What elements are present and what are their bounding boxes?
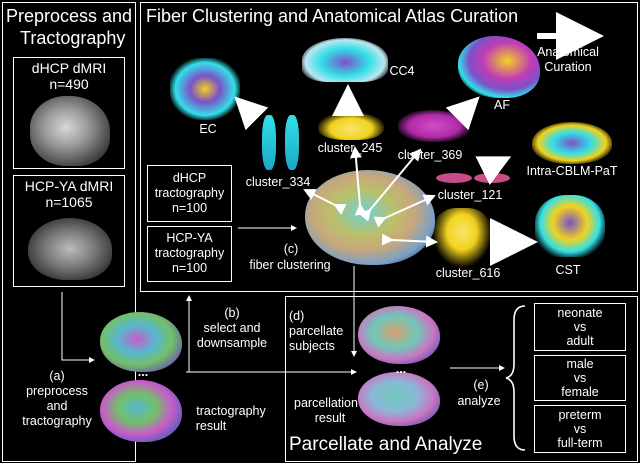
- parcellation-result-line1: parcellation: [294, 396, 358, 410]
- tractography-brain-bottom: [100, 380, 182, 442]
- dhcp-dmri-box: [13, 57, 125, 169]
- cc4-tract-image: [302, 38, 388, 82]
- comparison-2-line2: vs: [573, 371, 587, 385]
- hcp-tractography-line3: n=100: [171, 261, 208, 275]
- arrow-brain-334: [303, 189, 347, 215]
- step-a-line2: preprocess: [26, 384, 88, 398]
- parcellate-title: Parcellate and Analyze: [289, 434, 483, 455]
- clustering-title: Fiber Clustering and Anatomical Atlas Cu…: [146, 6, 519, 26]
- tractography-ellipsis: ...: [137, 365, 149, 379]
- cluster-245-image: [318, 112, 384, 140]
- comparison-brace: [505, 305, 526, 451]
- step-e-line1: (e): [473, 378, 489, 392]
- hcp-tractography-line2: tractography: [154, 246, 225, 260]
- arrow-brain-245: [349, 146, 367, 216]
- step-d-line1: (d): [289, 309, 305, 323]
- dhcp-brain-mri-image: [30, 96, 110, 166]
- parcellation-result-line2: result: [314, 411, 346, 425]
- comparison-3-line3: full-term: [557, 436, 603, 450]
- step-d-line2: parcellate: [289, 324, 344, 338]
- step-d-line3: subjects: [289, 339, 335, 353]
- dhcp-tractography-line1: dHCP: [172, 171, 207, 185]
- cluster-121-image: [436, 173, 472, 183]
- cluster-245-label: cluster_245: [317, 141, 383, 155]
- hcp-dmri-count: n=1065: [45, 194, 93, 210]
- tractography-result-line2: result: [195, 419, 227, 433]
- step-b-line2: select and: [203, 321, 261, 335]
- cst-label: CST: [555, 263, 581, 277]
- ec-label: EC: [199, 122, 217, 136]
- parcellated-brain-bottom: [358, 372, 440, 426]
- cc4-label: CC4: [389, 64, 415, 78]
- cluster-369-label: cluster_369: [397, 148, 463, 162]
- ec-tract-image: [170, 58, 240, 120]
- step-c-line1: (c): [283, 242, 299, 256]
- legend-line1: Anatomical: [537, 45, 599, 59]
- step-c-line2: fiber clustering: [249, 258, 331, 272]
- preprocess-title-line1: Preprocess and: [6, 6, 133, 26]
- comparison-3-line1: preterm: [558, 408, 602, 422]
- comparison-1-line2: vs: [573, 320, 587, 334]
- arrow-brain-616: [381, 233, 438, 248]
- hcp-brain-mri-image: [28, 218, 112, 280]
- step-e-line2: analyze: [457, 394, 501, 408]
- tractography-result-line1: tractography: [196, 404, 266, 418]
- af-tract-image: [458, 36, 540, 98]
- preprocess-title-line2: Tractography: [20, 28, 126, 48]
- step-b-line3: downsample: [196, 336, 268, 350]
- hcp-dmri-label: HCP-YA dMRI: [24, 178, 114, 194]
- cluster-121-label: cluster_121: [437, 188, 503, 202]
- dhcp-dmri-label: dHCP dMRI: [31, 60, 107, 76]
- parcellate-panel: [285, 296, 638, 462]
- arrow-334-to-ec: [234, 96, 269, 131]
- comparison-2-line1: male: [566, 357, 594, 371]
- comparison-1-line1: neonate: [557, 306, 603, 320]
- cluster-334-image-right: [285, 115, 299, 170]
- dhcp-dmri-count: n=490: [49, 76, 89, 92]
- hcp-tractography-line1: HCP-YA: [166, 231, 213, 245]
- comparison-1-line3: adult: [566, 334, 594, 348]
- step-a-line1: (a): [49, 369, 65, 383]
- dhcp-tractography-line2: tractography: [154, 186, 225, 200]
- arrow-369-to-af: [445, 96, 480, 131]
- tractography-brain-top: [100, 312, 182, 372]
- arrow-brain-121: [373, 194, 436, 228]
- parcellated-brain-top: [358, 306, 440, 364]
- comparison-2-line3: female: [561, 385, 599, 399]
- step-a-line3: and: [46, 399, 68, 413]
- cblm-label: Intra-CBLM-PaT: [526, 164, 618, 178]
- cblm-tract-image: [532, 122, 612, 164]
- arrow-mri-to-tractography: [61, 292, 95, 363]
- hcp-dmri-box: [13, 175, 125, 287]
- cluster-616-label: cluster_616: [435, 266, 501, 280]
- comparison-box-2: [534, 355, 626, 401]
- cst-tract-image: [535, 195, 605, 257]
- cluster-616-image: [432, 208, 492, 268]
- preprocess-panel: [2, 2, 136, 462]
- comparison-box-1: [534, 303, 626, 351]
- comparison-box-3: [534, 405, 626, 453]
- legend-line2: Curation: [544, 60, 592, 74]
- clustering-panel: [140, 2, 638, 292]
- dhcp-tractography-line3: n=100: [171, 201, 208, 215]
- step-a-line4: tractography: [22, 414, 92, 428]
- hcp-tractography-box: [147, 226, 232, 282]
- af-label: AF: [494, 98, 510, 112]
- dhcp-tractography-box: [147, 165, 232, 222]
- step-b-line1: (b): [224, 306, 240, 320]
- comparison-3-line2: vs: [573, 422, 587, 436]
- arrow-121-to-cblm: [475, 156, 512, 186]
- parcellation-ellipsis: ...: [395, 362, 407, 376]
- cluster-334-label: cluster_334: [245, 175, 311, 189]
